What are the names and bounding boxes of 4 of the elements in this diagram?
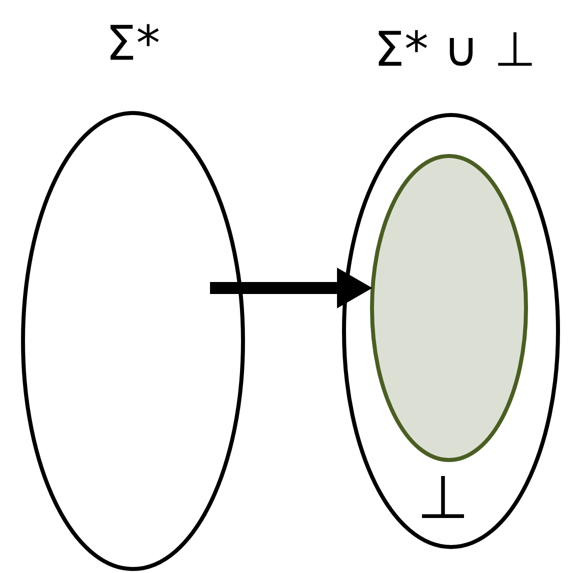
bottom-symbol: ⊥ — [422, 476, 464, 518]
ellipse — [370, 154, 528, 462]
set-label: Σ* ∪ ⊥ — [378, 30, 532, 66]
set-label: Σ* — [110, 24, 159, 60]
